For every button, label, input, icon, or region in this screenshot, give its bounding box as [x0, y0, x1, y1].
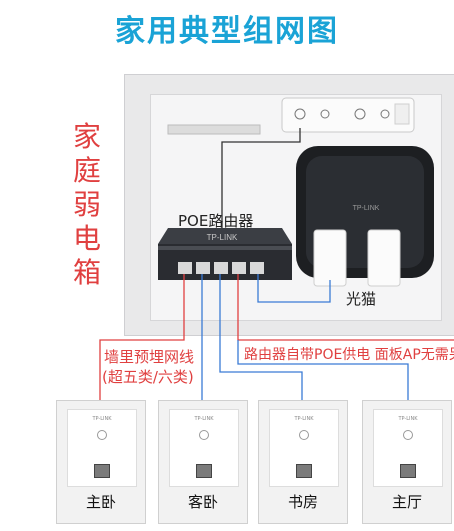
poe-power-note: 路由器自带POE供电 面板AP无需另 [244, 347, 454, 363]
led-icon [199, 430, 209, 440]
ethernet-port-icon [196, 464, 212, 478]
led-icon [97, 430, 107, 440]
wall-panel-ap: TP-LINK 客卧 [158, 400, 248, 524]
power-strip [281, 97, 415, 133]
led-icon [299, 430, 309, 440]
room-label: 主卧 [85, 493, 116, 511]
room-label: 客卧 [187, 493, 218, 511]
diagram-title: 家用典型组网图 [115, 14, 339, 49]
led-icon [403, 430, 413, 440]
power-cable [221, 128, 301, 228]
cable-label-line2: (超五类/六类) [102, 368, 194, 386]
ethernet-port-icon [400, 464, 416, 478]
uplink-cable [257, 274, 331, 303]
din-rail [167, 124, 261, 135]
weak-current-box-label: 家 庭 弱 电 箱 [72, 120, 101, 289]
modem-label: 光猫 [346, 290, 377, 308]
cable-label-line1: 墙里预埋网线 [104, 348, 195, 366]
modem-brand-text: TP-LINK [353, 205, 380, 212]
room-label: 主厅 [391, 493, 422, 511]
wall-panel-ap: TP-LINK 主卧 [56, 400, 146, 524]
ethernet-port-icon [94, 464, 110, 478]
router-brand-text: TP-LINK [207, 233, 238, 242]
poe-router-icon [158, 228, 292, 280]
blue-cables [201, 274, 409, 400]
optical-modem-icon [296, 146, 434, 287]
poe-router-label: POE路由器 [178, 212, 254, 230]
ethernet-port-icon [296, 464, 312, 478]
wall-panel-ap: TP-LINK 书房 [258, 400, 348, 524]
wall-panel-ap: TP-LINK 主厅 [362, 400, 452, 524]
room-label: 书房 [287, 493, 318, 511]
